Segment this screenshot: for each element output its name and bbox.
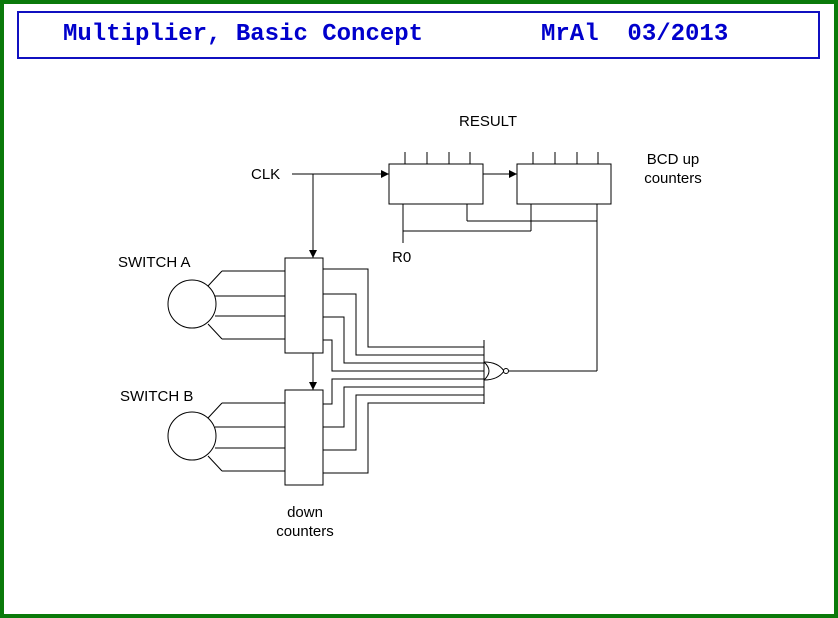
diagram-title: Multiplier, Basic Concept [63, 21, 424, 48]
down-counter-b [284, 389, 324, 486]
bcd-output-pins [404, 152, 599, 164]
result-label: RESULT [459, 113, 518, 130]
counter-b-output-wires [323, 378, 484, 474]
bcd-label-line2: counters [644, 170, 702, 187]
reset-wires [402, 204, 598, 372]
switch-b-label: SWITCH B [120, 388, 194, 405]
switch-a-dial [167, 279, 217, 329]
down-label-line1: down [287, 504, 323, 521]
clk-label: CLK [251, 166, 281, 183]
r0-label: R0 [392, 249, 412, 266]
bcd-label-line1: BCD up [646, 151, 700, 168]
switch-a-leads [207, 270, 285, 340]
author-date: MrAl 03/2013 [541, 21, 729, 48]
switch-a-label: SWITCH A [118, 254, 191, 271]
title-box: Multiplier, Basic Concept MrAl 03/2013 [17, 11, 820, 59]
switch-b-dial [167, 411, 217, 461]
down-counter-a [284, 257, 324, 354]
bcd-counter-2 [516, 163, 612, 205]
arrowheads [309, 170, 517, 390]
down-label-line2: counters [276, 523, 334, 540]
nor-gate [483, 340, 509, 404]
clk-wires [292, 173, 517, 390]
switch-b-leads [207, 402, 285, 472]
bcd-counter-1 [388, 163, 484, 205]
counter-a-output-wires [323, 268, 484, 372]
